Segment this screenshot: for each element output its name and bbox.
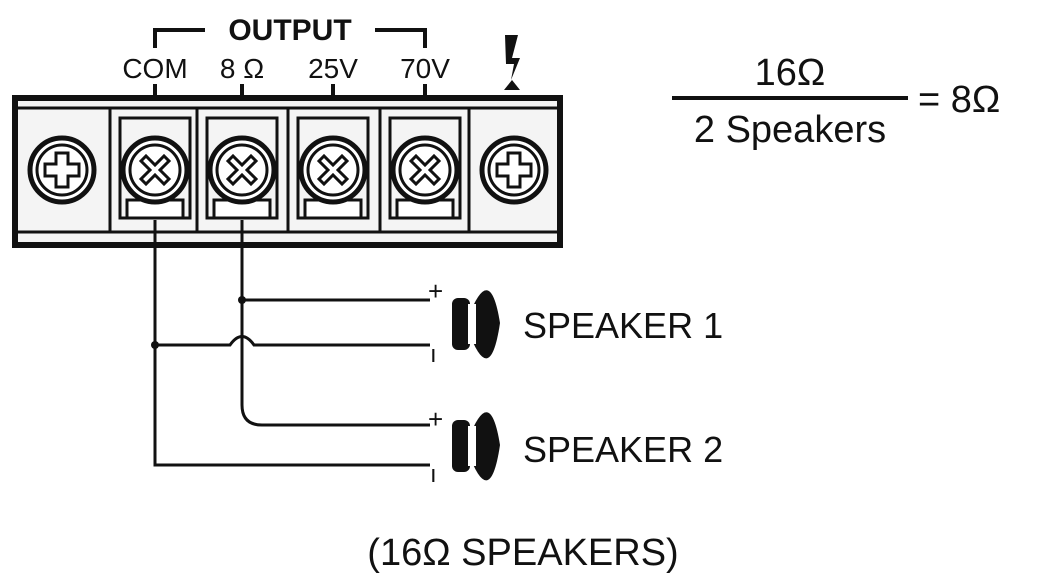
speaker-2-minus: ı <box>430 461 437 488</box>
impedance-formula: 16Ω 2 Speakers = 8Ω <box>672 52 1000 151</box>
wire-com-to-spk1 <box>155 335 430 347</box>
terminal-screws <box>27 108 549 232</box>
wire-junctions <box>151 296 246 349</box>
left-mount-screw <box>27 135 97 205</box>
speaker-1-plus: + <box>428 276 443 306</box>
lightning-bolt-icon <box>504 35 520 90</box>
terminal-label-70v: 70V <box>400 53 450 84</box>
output-bracket <box>153 28 427 48</box>
formula-denominator: 2 Speakers <box>694 109 886 151</box>
speaker-icon <box>452 412 500 481</box>
terminal-label-8ohm: 8 Ω <box>220 53 264 84</box>
wire-8ohm-to-spk2 <box>240 300 430 427</box>
speaker-1: + ı SPEAKER 1 <box>428 276 723 368</box>
formula-result: = 8Ω <box>918 79 1000 121</box>
terminal-screw-8ohm <box>195 108 279 232</box>
formula-numerator: 16Ω <box>755 52 826 94</box>
speaker-2-label: SPEAKER 2 <box>523 429 723 470</box>
wiring <box>153 220 430 467</box>
wire-com <box>153 220 430 467</box>
right-mount-screw <box>467 108 549 232</box>
terminal-screw-70v <box>378 108 462 232</box>
speaker-2-plus: + <box>428 404 443 434</box>
speakers-footnote: (16Ω SPEAKERS) <box>367 532 678 574</box>
speaker-icon <box>452 290 500 359</box>
terminal-screw-com <box>108 108 192 232</box>
speaker-2: + ı SPEAKER 2 <box>428 404 723 488</box>
terminal-screw-25v <box>286 108 370 232</box>
speaker-1-minus: ı <box>430 341 437 368</box>
output-header: OUTPUT <box>228 14 351 47</box>
terminal-label-25v: 25V <box>308 53 358 84</box>
speaker-1-label: SPEAKER 1 <box>523 305 723 346</box>
terminal-label-com: COM <box>122 53 187 84</box>
